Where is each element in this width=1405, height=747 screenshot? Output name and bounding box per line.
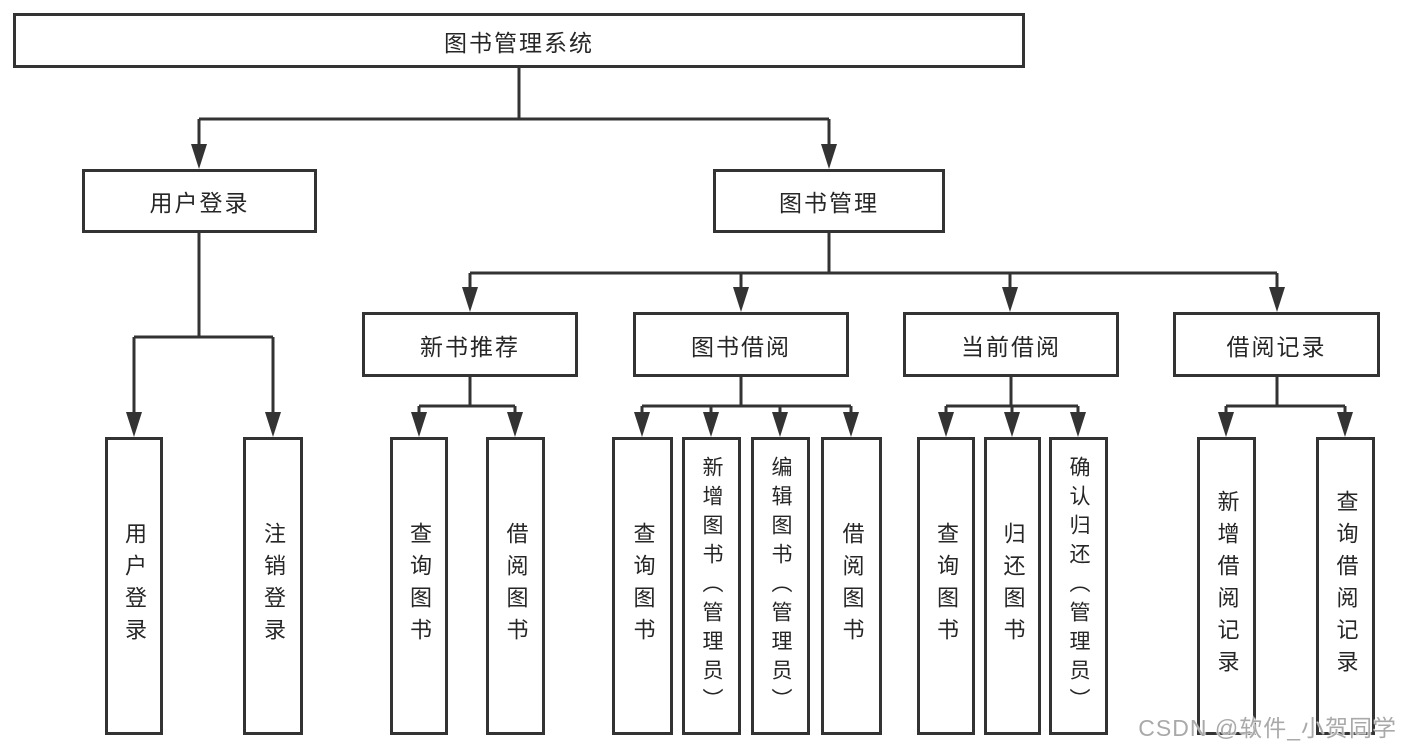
leaf-current-return-books: 归还图书 [984,437,1041,735]
node-book-borrowing: 图书借阅 [633,312,849,377]
leaf-records-add-record-label: 新增借阅记录 [1214,490,1240,682]
leaf-borrowing-query-books: 查询图书 [612,437,673,735]
leaf-current-confirm-return-admin: 确认归还（管理员） [1049,437,1108,735]
node-user-login-label: 用户登录 [149,190,250,216]
node-root-label: 图书管理系统 [444,29,594,56]
leaf-borrowing-borrow-books: 借阅图书 [821,437,882,735]
node-borrowing-records-label: 借阅记录 [1226,333,1327,360]
csdn-watermark: CSDN @软件_小贺同学 [1138,715,1397,741]
leaf-current-query-books: 查询图书 [917,437,975,735]
node-new-book-recommend-label: 新书推荐 [420,333,520,360]
node-borrowing-records: 借阅记录 [1173,312,1380,377]
leaf-borrowing-edit-books-admin-label: 编辑图书（管理员） [769,455,792,717]
leaf-borrowing-borrow-books-label: 借阅图书 [839,522,865,650]
node-book-management-label: 图书管理 [779,190,879,216]
leaf-user-login-label: 用户登录 [122,522,147,650]
leaf-recommend-borrow-books: 借阅图书 [486,437,545,735]
node-root: 图书管理系统 [13,13,1025,68]
leaf-records-query-record: 查询借阅记录 [1316,437,1375,735]
node-book-borrowing-label: 图书借阅 [691,333,791,360]
leaf-recommend-borrow-books-label: 借阅图书 [503,522,529,650]
leaf-recommend-query-books: 查询图书 [390,437,448,735]
leaf-current-confirm-return-admin-label: 确认归还（管理员） [1067,455,1090,717]
node-new-book-recommend: 新书推荐 [362,312,578,377]
leaf-records-add-record: 新增借阅记录 [1197,437,1256,735]
leaf-current-return-books-label: 归还图书 [1000,522,1026,650]
leaf-borrowing-edit-books-admin: 编辑图书（管理员） [751,437,810,735]
leaf-borrowing-query-books-label: 查询图书 [630,522,656,650]
leaf-logout-label: 注销登录 [261,522,286,650]
leaf-current-query-books-label: 查询图书 [934,522,959,650]
leaf-borrowing-add-books-admin-label: 新增图书（管理员） [700,455,723,717]
leaf-user-login: 用户登录 [105,437,163,735]
leaf-borrowing-add-books-admin: 新增图书（管理员） [682,437,741,735]
leaf-recommend-query-books-label: 查询图书 [407,522,432,650]
leaf-records-query-record-label: 查询借阅记录 [1333,490,1359,682]
leaf-logout: 注销登录 [243,437,303,735]
node-current-borrowing: 当前借阅 [903,312,1119,377]
node-book-management: 图书管理 [713,169,945,233]
node-user-login: 用户登录 [82,169,317,233]
node-current-borrowing-label: 当前借阅 [961,333,1061,360]
